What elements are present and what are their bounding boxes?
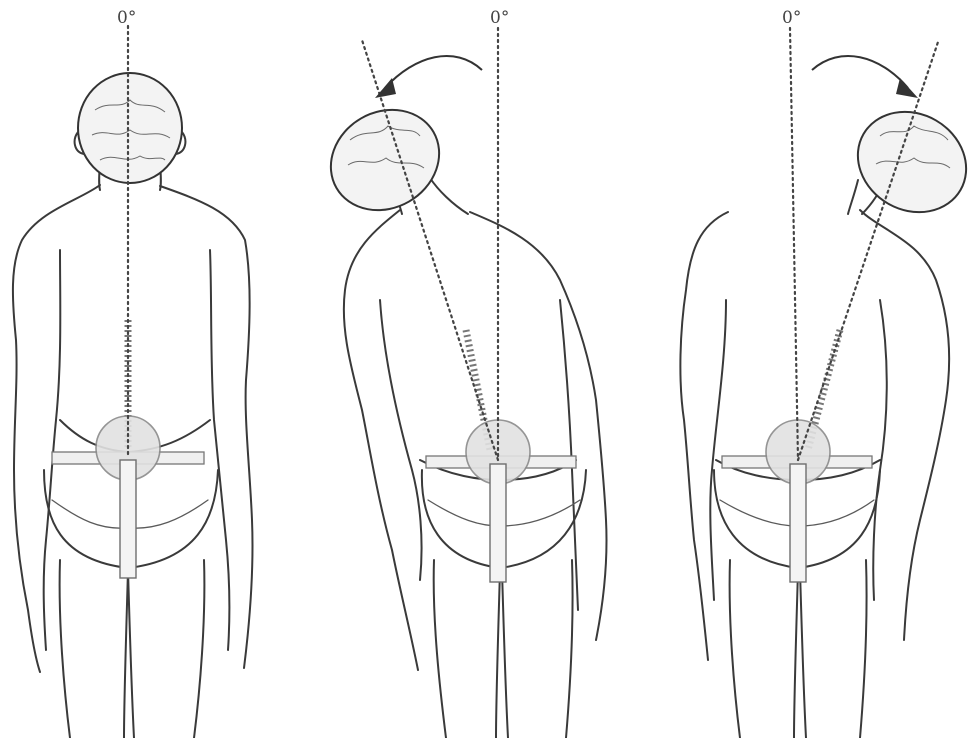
figure-neutral [13, 26, 253, 738]
figure-left-flexion [313, 28, 607, 738]
goniometer-arm-neutral [120, 460, 136, 578]
legs-left-flexion [434, 560, 573, 738]
goniometer-arm-right-flexion [790, 464, 806, 582]
figure-right-flexion [680, 28, 968, 738]
rotation-arrow-left [385, 56, 482, 88]
flexion-axis-left [362, 40, 498, 460]
reference-axis-right-flexion [790, 28, 798, 460]
head-neutral [78, 73, 182, 183]
legs-right-flexion [730, 560, 867, 738]
rotation-arrow-right [812, 56, 908, 88]
legs-neutral [60, 560, 205, 738]
arrow-head-right [896, 78, 918, 98]
goniometer-arm-left-flexion [490, 464, 506, 582]
